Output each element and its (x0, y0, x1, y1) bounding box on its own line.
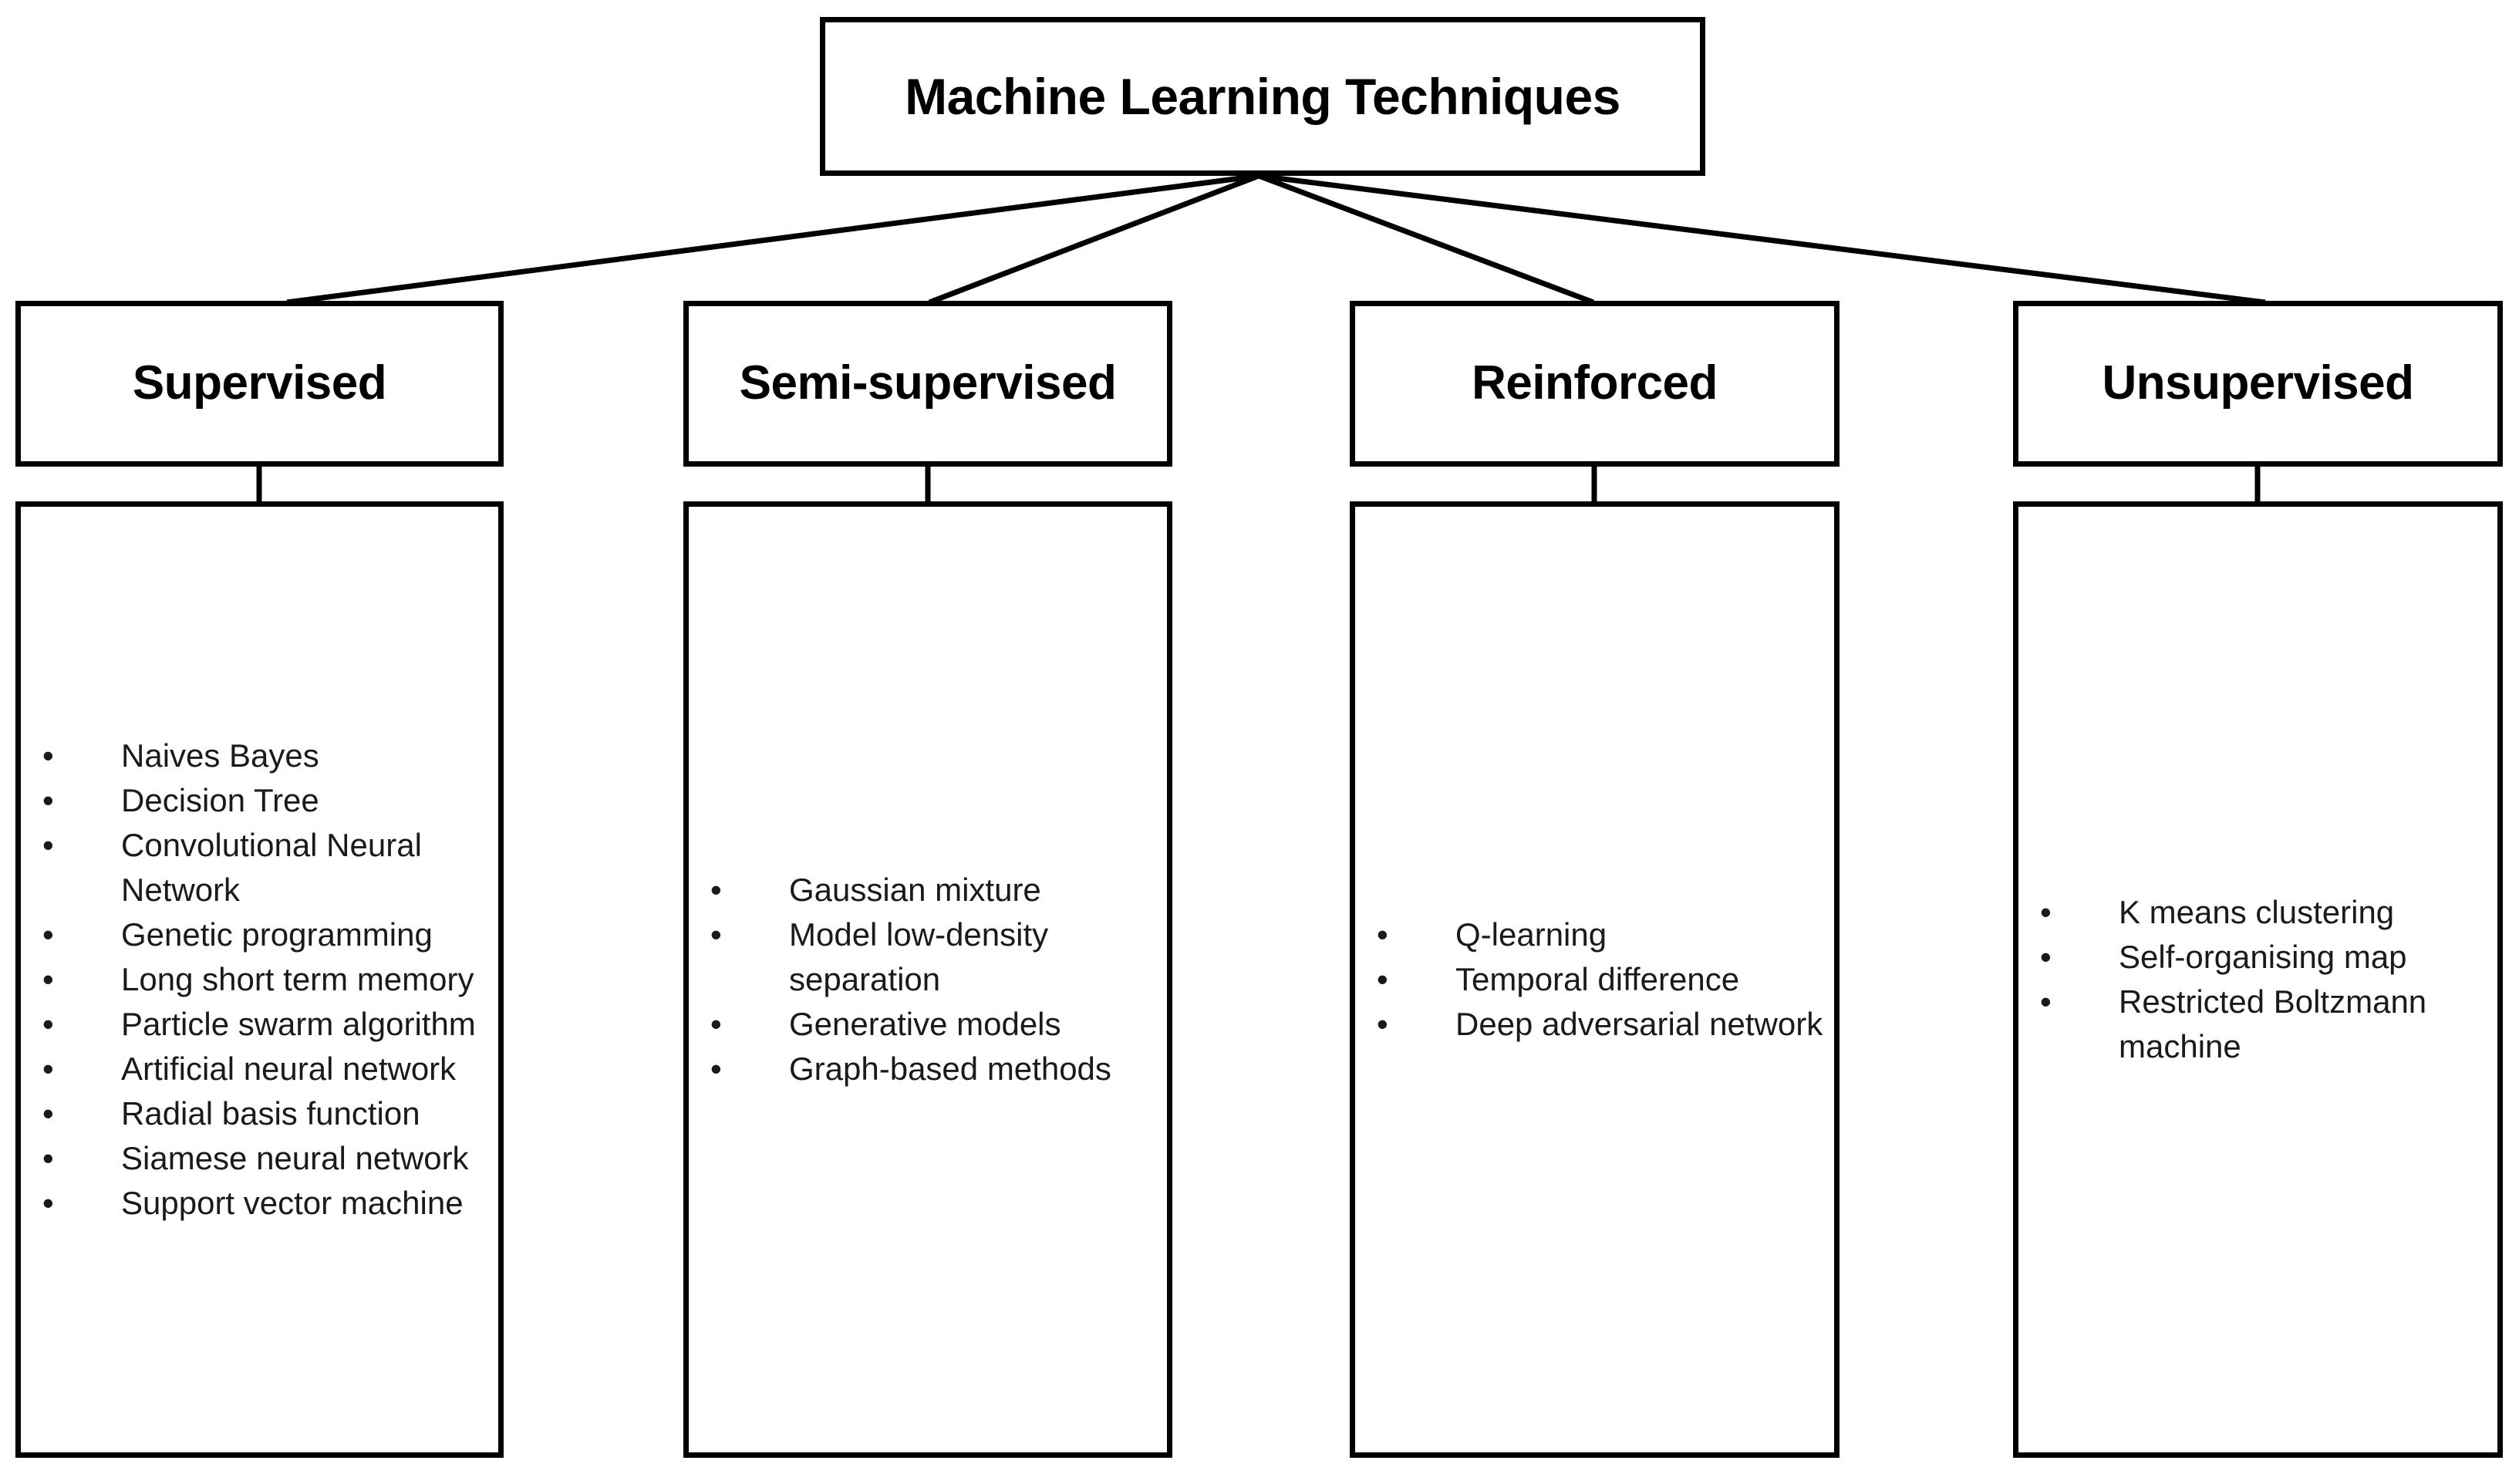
item-list: •K means clustering•Self-organising map•… (2018, 890, 2497, 1069)
list-item: • Model low-density separation (689, 912, 1167, 1002)
item-list: • Q-learning • Temporal difference • Deep adv… (1355, 912, 1834, 1047)
list-item: • Naives Bayes (21, 734, 498, 778)
category-header-reinforced: Reinforced (1350, 301, 1840, 467)
bullet-icon: • (710, 1005, 722, 1042)
list-item: • Deep adversarial network (1355, 1002, 1834, 1047)
list-item: • Genetic programming (21, 912, 498, 957)
connector-to-unsupervised (1258, 173, 2266, 305)
category-header-label: Reinforced (1472, 356, 1718, 410)
list-item-label: Deep adversarial network (1455, 1005, 1823, 1042)
bullet-icon: • (710, 872, 722, 909)
list-item-label: Temporal difference (1455, 961, 1740, 998)
list-item-label: Long short term memory (121, 961, 474, 998)
category-header-label: Semi-supervised (739, 356, 1117, 410)
bullet-icon: • (42, 1005, 54, 1042)
bullet-icon: • (42, 827, 54, 864)
list-item-label: Support vector machine (121, 1184, 464, 1221)
bullet-icon: • (1377, 916, 1388, 953)
list-item: • Self-organising map (2018, 935, 2497, 980)
list-item-label: Graph-based methods (789, 1050, 1111, 1087)
item-list: • Naives Bayes • Decision Tree • Convolutiona… (21, 734, 498, 1225)
bullet-icon: • (2040, 983, 2052, 1020)
bullet-icon: • (42, 1050, 54, 1087)
bullet-icon: • (42, 1184, 54, 1221)
bullet-icon: • (42, 916, 54, 953)
root-title: Machine Learning Techniques (905, 67, 1620, 125)
category-header-label: Supervised (132, 356, 387, 410)
category-header-unsupervised: Unsupervised (2013, 301, 2503, 467)
bullet-icon: • (42, 1139, 54, 1176)
list-item: • Support vector machine (21, 1181, 498, 1226)
bullet-icon: • (2040, 939, 2052, 976)
connector-to-reinforced (1257, 173, 1595, 305)
list-item-label: Convolutional Neural Network (121, 827, 422, 909)
list-item-label: Genetic programming (121, 916, 433, 953)
item-list: • Gaussian mixture • Model low-density sepa… (689, 868, 1167, 1091)
list-item-label: Generative models (789, 1005, 1061, 1042)
list-item-label: Particle swarm algorithm (121, 1005, 476, 1042)
list-item: • Convolutional Neural Network (21, 823, 498, 912)
list-item: • Long short term memory (21, 957, 498, 1002)
list-item: • Restricted Boltzmann machine (2018, 980, 2497, 1069)
bullet-icon: • (2040, 894, 2052, 931)
list-item: • Graph-based methods (689, 1047, 1167, 1091)
root-node: Machine Learning Techniques (820, 17, 1705, 176)
bullet-icon: • (42, 737, 54, 774)
bullet-icon: • (42, 961, 54, 998)
category-header-semi-supervised: Semi-supervised (683, 301, 1172, 467)
list-item: • Generative models (689, 1002, 1167, 1047)
connector-to-supervised (286, 173, 1260, 305)
list-item-label: Radial basis function (121, 1094, 420, 1132)
list-item-label: Naives Bayes (121, 737, 319, 774)
bullet-icon: • (710, 916, 722, 953)
list-item-label: Siamese neural network (121, 1139, 469, 1176)
list-item: • K means clustering (2018, 890, 2497, 935)
list-item-label: Decision Tree (121, 782, 319, 819)
list-item-label: Restricted Boltzmann machine (2119, 983, 2427, 1064)
category-items-semi-supervised: • Gaussian mixture • Model low-density sepa… (683, 501, 1172, 1458)
list-item: • Temporal difference (1355, 957, 1834, 1002)
category-header-supervised: Supervised (15, 301, 504, 467)
category-items-supervised: • Naives Bayes • Decision Tree • Convolutiona… (15, 501, 504, 1458)
connector-to-semi-supervised (928, 173, 1260, 305)
list-item: • Q-learning (1355, 912, 1834, 957)
bullet-icon: • (1377, 961, 1388, 998)
list-item-label: Artificial neural network (121, 1050, 457, 1087)
category-header-label: Unsupervised (2102, 356, 2414, 410)
list-item-label: Self-organising map (2119, 939, 2407, 976)
category-items-unsupervised: •K means clustering•Self-organising map•… (2013, 501, 2503, 1458)
bullet-icon: • (42, 1094, 54, 1132)
list-item: • Gaussian mixture (689, 868, 1167, 912)
list-item-label: K means clustering (2119, 894, 2395, 931)
list-item: • Decision Tree (21, 778, 498, 823)
category-items-reinforced: • Q-learning • Temporal difference • Deep adv… (1350, 501, 1840, 1458)
list-item: • Particle swarm algorithm (21, 1002, 498, 1047)
list-item-label: Gaussian mixture (789, 872, 1041, 909)
bullet-icon: • (42, 782, 54, 819)
bullet-icon: • (710, 1050, 722, 1087)
bullet-icon: • (1377, 1005, 1388, 1042)
list-item: • Artificial neural network (21, 1047, 498, 1091)
list-item-label: Q-learning (1455, 916, 1607, 953)
list-item: • Radial basis function (21, 1091, 498, 1136)
list-item-label: Model low-density separation (789, 916, 1049, 998)
list-item: • Siamese neural network (21, 1136, 498, 1181)
